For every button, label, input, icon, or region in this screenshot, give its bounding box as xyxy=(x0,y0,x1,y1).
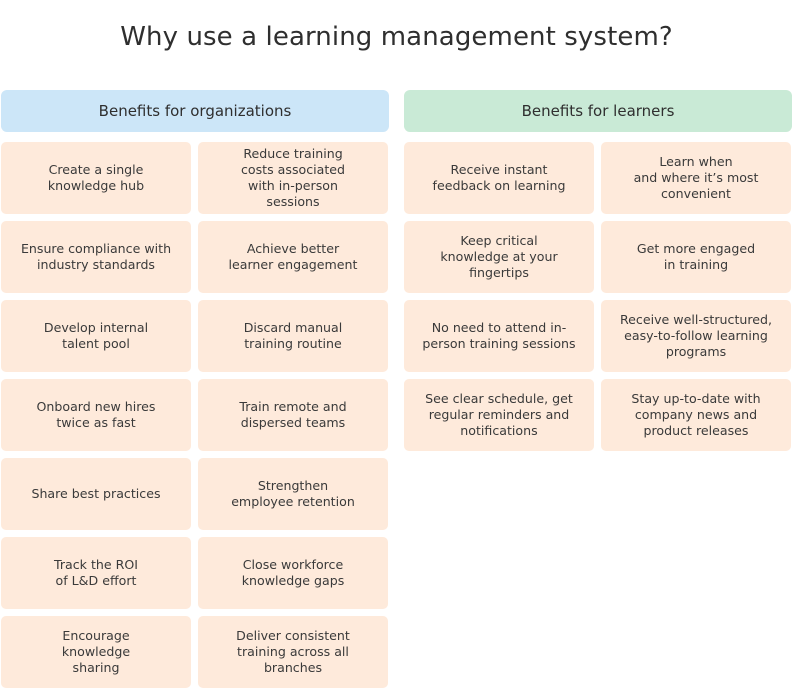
org-benefit-card: Onboard new hires twice as fast xyxy=(1,379,191,451)
org-benefit-card: Ensure compliance with industry standard… xyxy=(1,221,191,293)
org-benefit-card: Close workforce knowledge gaps xyxy=(198,537,388,609)
learner-benefit-card: No need to attend in- person training se… xyxy=(404,300,594,372)
learner-benefit-card: Learn when and where it’s most convenien… xyxy=(601,142,791,214)
org-benefit-card: Train remote and dispersed teams xyxy=(198,379,388,451)
organizations-column: Benefits for organizations Create a sing… xyxy=(1,90,389,688)
learners-column: Benefits for learners Receive instant fe… xyxy=(404,90,792,451)
org-benefit-card: Discard manual training routine xyxy=(198,300,388,372)
org-benefit-card: Strengthen employee retention xyxy=(198,458,388,530)
org-benefit-card: Encourage knowledge sharing xyxy=(1,616,191,688)
organizations-header: Benefits for organizations xyxy=(1,90,389,132)
learner-benefit-card: See clear schedule, get regular reminder… xyxy=(404,379,594,451)
org-benefit-card: Track the ROI of L&D effort xyxy=(1,537,191,609)
learner-benefit-card: Stay up-to-date with company news and pr… xyxy=(601,379,791,451)
org-benefit-card: Create a single knowledge hub xyxy=(1,142,191,214)
learners-grid: Receive instant feedback on learning Lea… xyxy=(404,142,792,451)
learners-header: Benefits for learners xyxy=(404,90,792,132)
org-benefit-card: Share best practices xyxy=(1,458,191,530)
learner-benefit-card: Get more engaged in training xyxy=(601,221,791,293)
learner-benefit-card: Receive well-structured, easy-to-follow … xyxy=(601,300,791,372)
page-title: Why use a learning management system? xyxy=(120,22,673,52)
org-benefit-card: Reduce training costs associated with in… xyxy=(198,142,388,214)
org-benefit-card: Achieve better learner engagement xyxy=(198,221,388,293)
org-benefit-card: Deliver consistent training across all b… xyxy=(198,616,388,688)
learner-benefit-card: Receive instant feedback on learning xyxy=(404,142,594,214)
org-benefit-card: Develop internal talent pool xyxy=(1,300,191,372)
learner-benefit-card: Keep critical knowledge at your fingerti… xyxy=(404,221,594,293)
organizations-grid: Create a single knowledge hub Reduce tra… xyxy=(1,142,389,688)
